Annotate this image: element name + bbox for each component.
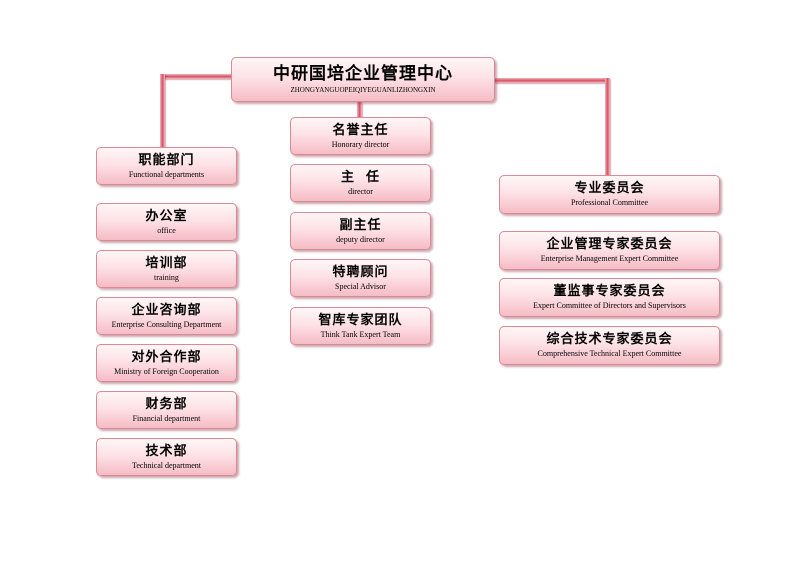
connector-middle-vertical: [357, 102, 362, 119]
right-head-node: 专业委员会 Professional Committee: [499, 175, 720, 214]
middle-node-en: director: [348, 186, 373, 196]
middle-node-cn: 主 任: [340, 169, 381, 185]
connector-root-left: [162, 74, 232, 79]
left-node-en: training: [154, 272, 179, 282]
middle-node-en: deputy director: [336, 234, 385, 244]
left-node-en: Ministry of Foreign Cooperation: [114, 366, 219, 376]
root-pinyin: ZHONGYANGUOPEIQIYEGUANLIZHONGXIN: [290, 86, 436, 94]
right-node-cn: 董监事专家委员会: [553, 284, 666, 299]
middle-node-en: Think Tank Expert Team: [320, 329, 401, 339]
middle-node-deputy-director: 副主任 deputy director: [290, 212, 431, 250]
middle-node-cn: 智库专家团队: [318, 312, 403, 328]
middle-node-cn: 副主任: [339, 217, 382, 233]
root-title: 中研国培企业管理中心: [273, 64, 453, 84]
left-node-cn: 对外合作部: [131, 349, 202, 365]
right-node-cn: 企业管理专家委员会: [546, 237, 673, 252]
left-node-technical: 技术部 Technical department: [96, 438, 237, 476]
middle-node-en: Honorary director: [331, 139, 390, 149]
right-head-en: Professional Committee: [570, 198, 649, 207]
right-node-comprehensive-technical: 综合技术专家委员会 Comprehensive Technical Expert…: [499, 326, 720, 365]
middle-node-director: 主 任 director: [290, 164, 431, 202]
left-node-office: 办公室 office: [96, 203, 237, 241]
right-node-enterprise-management: 企业管理专家委员会 Enterprise Management Expert C…: [499, 231, 720, 270]
connector-left-vertical: [160, 74, 165, 150]
left-node-en: Enterprise Consulting Department: [111, 319, 222, 329]
right-node-en: Enterprise Management Expert Committee: [540, 254, 679, 263]
right-node-en: Comprehensive Technical Expert Committee: [537, 349, 682, 358]
middle-node-think-tank: 智库专家团队 Think Tank Expert Team: [290, 307, 431, 345]
left-node-cn: 财务部: [145, 396, 188, 412]
left-node-cn: 技术部: [145, 443, 188, 459]
left-node-cn: 办公室: [145, 208, 188, 224]
left-node-en: office: [157, 225, 176, 235]
left-node-en: Financial department: [132, 413, 201, 423]
right-node-en: Expert Committee of Directors and Superv…: [533, 301, 686, 310]
middle-node-special-advisor: 特聘顾问 Special Advisor: [290, 259, 431, 297]
connector-right-vertical: [605, 78, 610, 178]
left-head-node: 职能部门 Functional departments: [96, 147, 237, 185]
left-node-financial: 财务部 Financial department: [96, 391, 237, 429]
middle-node-honorary-director: 名誉主任 Honorary director: [290, 117, 431, 155]
middle-node-cn: 特聘顾问: [332, 264, 389, 280]
right-node-directors-supervisors: 董监事专家委员会 Expert Committee of Directors a…: [499, 278, 720, 317]
middle-node-cn: 名誉主任: [332, 122, 389, 138]
left-head-cn: 职能部门: [138, 152, 195, 168]
connector-root-right: [494, 78, 608, 83]
left-node-en: Technical department: [132, 460, 201, 470]
left-node-cn: 企业咨询部: [131, 302, 202, 318]
middle-node-en: Special Advisor: [335, 281, 386, 291]
left-node-foreign-cooperation: 对外合作部 Ministry of Foreign Cooperation: [96, 344, 237, 382]
right-head-cn: 专业委员会: [574, 181, 645, 196]
left-head-en: Functional departments: [128, 169, 205, 179]
right-node-cn: 综合技术专家委员会: [546, 332, 673, 347]
left-node-cn: 培训部: [145, 255, 188, 271]
left-node-consulting: 企业咨询部 Enterprise Consulting Department: [96, 297, 237, 335]
left-node-training: 培训部 training: [96, 250, 237, 288]
org-root-node: 中研国培企业管理中心 ZHONGYANGUOPEIQIYEGUANLIZHONG…: [231, 57, 495, 102]
